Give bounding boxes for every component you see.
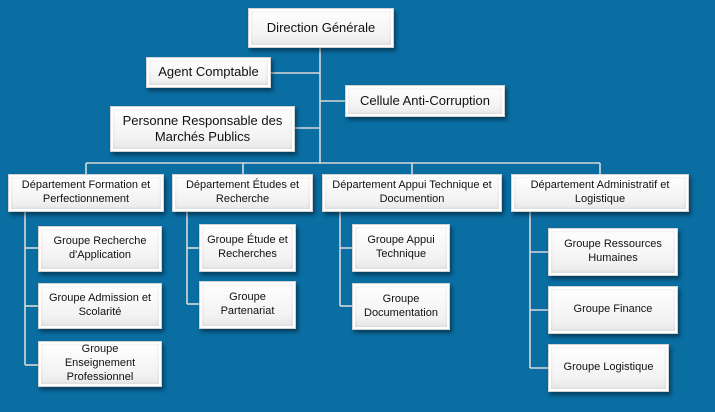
- box-groupe-admission-scolarite: Groupe Admission et Scolarité: [38, 283, 162, 329]
- box-groupe-logistique: Groupe Logistique: [548, 344, 669, 392]
- box-departement-formation: Département Formation et Perfectionnemen…: [8, 174, 164, 212]
- box-departement-appui-technique: Département Appui Technique et Documenti…: [322, 174, 502, 212]
- box-groupe-appui-technique: Groupe Appui Technique: [352, 224, 450, 272]
- box-departement-etudes: Département Études et Recherche: [172, 174, 313, 212]
- box-groupe-finance: Groupe Finance: [548, 286, 678, 334]
- box-personne-responsable-marches: Personne Responsable des Marchés Publics: [110, 106, 295, 152]
- box-groupe-partenariat: Groupe Partenariat: [199, 281, 296, 329]
- box-cellule-anti-corruption: Cellule Anti-Corruption: [345, 85, 505, 117]
- box-groupe-recherche-application: Groupe Recherche d'Application: [38, 226, 162, 272]
- box-groupe-etude-recherches: Groupe Étude et Recherches: [199, 224, 296, 272]
- box-groupe-enseignement-professionnel: Groupe Enseignement Professionnel: [38, 341, 162, 387]
- box-groupe-documentation: Groupe Documentation: [352, 283, 450, 330]
- box-departement-administratif: Département Administratif et Logistique: [511, 174, 689, 212]
- box-direction-generale: Direction Générale: [248, 8, 394, 48]
- box-agent-comptable: Agent Comptable: [146, 57, 271, 88]
- box-groupe-ressources-humaines: Groupe Ressources Humaines: [548, 228, 678, 276]
